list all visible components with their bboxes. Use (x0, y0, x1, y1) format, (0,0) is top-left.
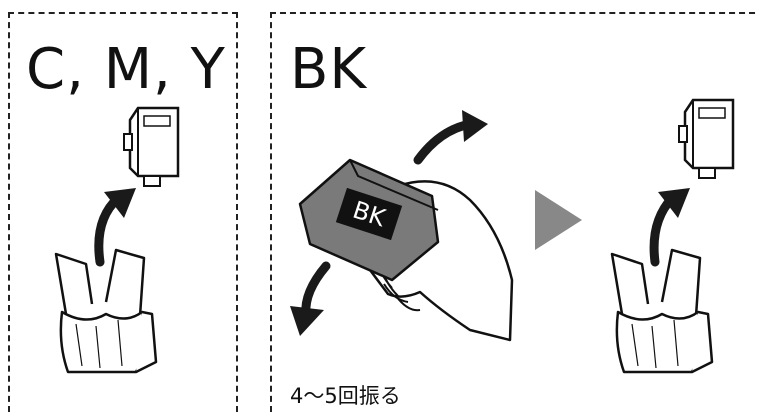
next-step-triangle-icon (535, 190, 582, 250)
shake-arrow-icon (290, 261, 331, 336)
shake-arrow-icon (413, 110, 488, 165)
opened-bag-icon (610, 248, 714, 374)
ink-cartridge-bk: BK (298, 158, 440, 282)
panel-title-bk: BK (290, 37, 368, 102)
ink-cartridge-icon (122, 106, 180, 188)
opened-bag-icon (54, 248, 158, 374)
ink-cartridge-icon (677, 98, 735, 180)
arrow-up-icon (649, 188, 690, 267)
panel-title-cmy: C, M, Y (26, 37, 226, 102)
arrow-up-icon (94, 188, 136, 267)
panel-bk: BK 4～5回振る (270, 12, 758, 412)
shake-instruction: 4～5回振る (290, 384, 401, 408)
panel-cmy: C, M, Y (8, 12, 238, 412)
